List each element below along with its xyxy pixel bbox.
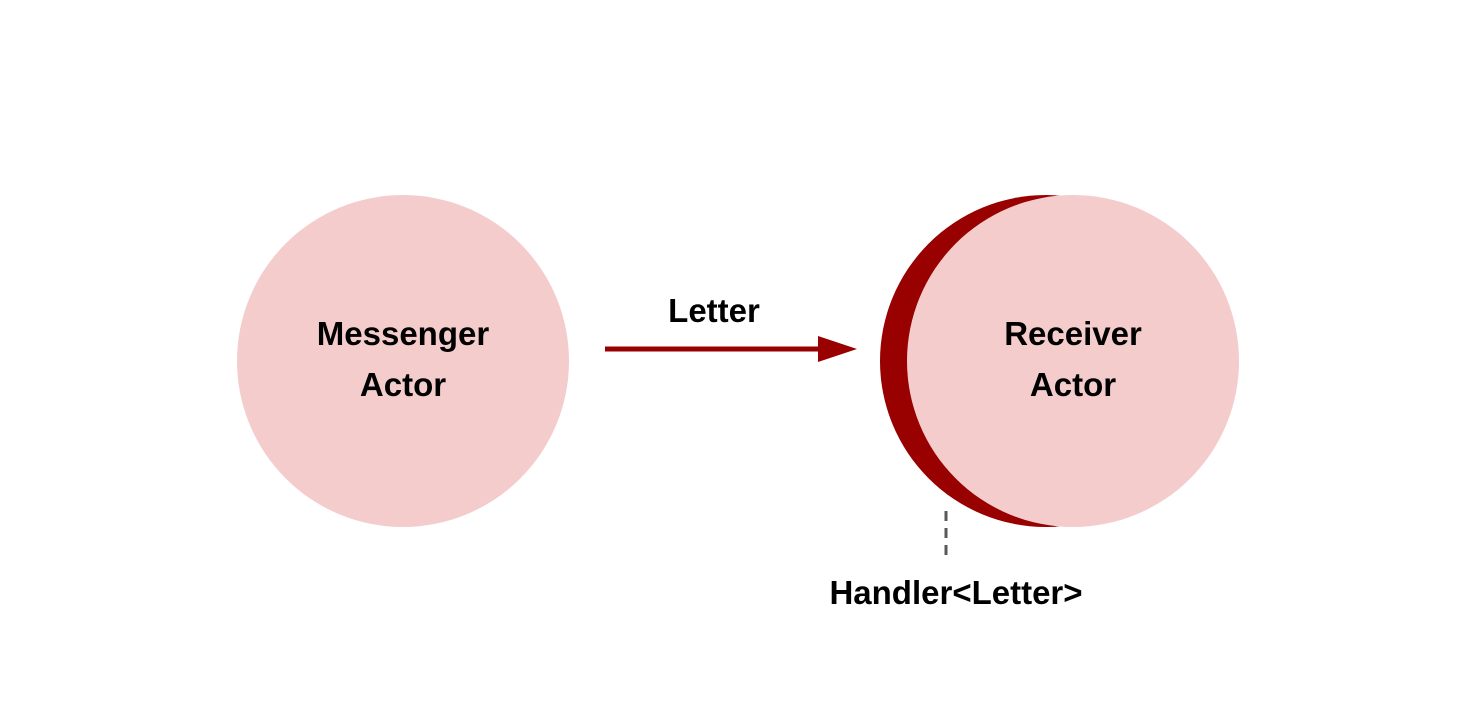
messenger-actor-label-line1: Messenger: [317, 315, 490, 352]
messenger-actor-node: Messenger Actor: [237, 195, 569, 527]
receiver-actor-label-line1: Receiver: [1004, 315, 1142, 352]
messenger-actor-circle: [237, 195, 569, 527]
message-arrow-head: [818, 336, 857, 362]
receiver-actor-label-line2: Actor: [1030, 366, 1116, 403]
message-arrow: Letter: [605, 292, 857, 362]
handler-annotation: Handler<Letter>: [829, 511, 1083, 611]
messenger-actor-label-line2: Actor: [360, 366, 446, 403]
handler-label: Handler<Letter>: [829, 574, 1082, 611]
receiver-actor-circle: [907, 195, 1239, 527]
receiver-actor-node: Receiver Actor: [880, 195, 1239, 527]
message-label: Letter: [668, 292, 760, 329]
